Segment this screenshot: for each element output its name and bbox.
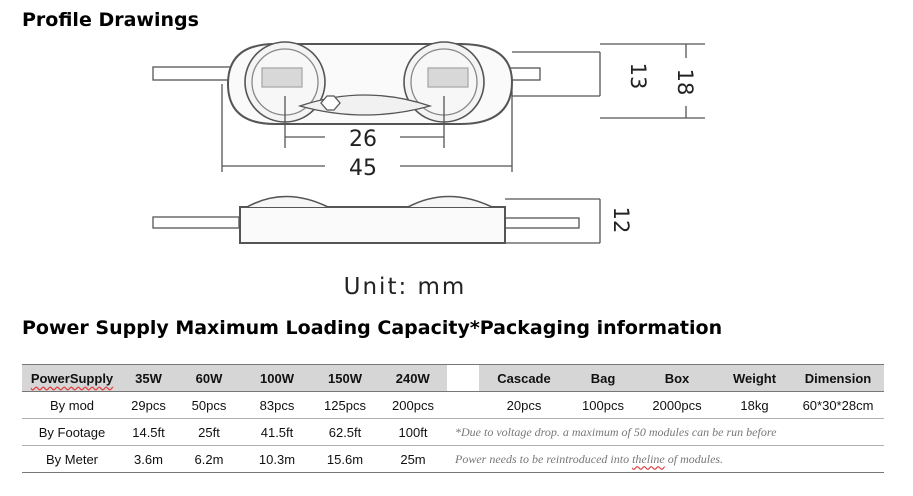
header-gap xyxy=(446,364,479,392)
table-row: By mod 29pcs 50pcs 83pcs 125pcs 200pcs 2… xyxy=(22,391,884,419)
header-35w: 35W xyxy=(122,364,175,392)
right-led-chip xyxy=(427,67,469,88)
table-cell: 18kg xyxy=(717,391,792,419)
left-wire xyxy=(152,66,234,81)
left-led-chip xyxy=(261,67,303,88)
unit-label: Unit: mm xyxy=(344,274,467,300)
table-cell: 200pcs xyxy=(379,391,447,419)
table-header-row: PowerSupply 35W 60W 100W 150W 240W Casca… xyxy=(22,364,884,392)
side-left-wire xyxy=(152,216,240,229)
table-cell: 125pcs xyxy=(311,391,379,419)
header-240w: 240W xyxy=(379,364,447,392)
table-cell: 62.5ft xyxy=(311,418,379,446)
table-cell: 25m xyxy=(379,445,447,473)
table-cell: 6.2m xyxy=(175,445,243,473)
table-row: By Footage 14.5ft 25ft 41.5ft 62.5ft 100… xyxy=(22,418,884,446)
header-100w: 100W xyxy=(243,364,311,392)
row-label: By Meter xyxy=(22,445,122,473)
dimension-13-label: 13 xyxy=(626,63,650,90)
table-cell: 2000pcs xyxy=(637,391,717,419)
spec-table: PowerSupply 35W 60W 100W 150W 240W Casca… xyxy=(22,364,884,473)
dimension-26-label: 26 xyxy=(349,127,377,152)
header-cascade: Cascade xyxy=(479,364,569,392)
table-row: By Meter 3.6m 6.2m 10.3m 15.6m 25m Power… xyxy=(22,445,884,473)
header-box: Box xyxy=(637,364,717,392)
header-powersupply: PowerSupply xyxy=(22,364,122,392)
side-left-dome xyxy=(246,195,329,208)
profile-drawing: 26 45 13 18 12 Unit: mm xyxy=(152,41,705,300)
dimension-45-label: 45 xyxy=(349,156,377,181)
row-label: By Footage xyxy=(22,418,122,446)
table-cell: 83pcs xyxy=(243,391,311,419)
gap-cell xyxy=(447,391,479,419)
dimension-12-label: 12 xyxy=(609,207,633,234)
module-housing-side xyxy=(239,206,506,244)
table-cell: 50pcs xyxy=(175,391,243,419)
table-cell: 60*30*28cm xyxy=(792,391,884,419)
header-150w: 150W xyxy=(311,364,379,392)
right-wire xyxy=(509,67,541,81)
side-right-wire xyxy=(504,217,580,229)
header-dimension: Dimension xyxy=(792,364,884,392)
power-supply-title: Power Supply Maximum Loading Capacity*Pa… xyxy=(22,317,723,339)
dimension-18-label: 18 xyxy=(673,69,697,96)
table-cell: 100pcs xyxy=(569,391,637,419)
mount-hole xyxy=(320,95,341,111)
header-weight: Weight xyxy=(717,364,792,392)
table-cell: 20pcs xyxy=(479,391,569,419)
table-cell: 100ft xyxy=(379,418,447,446)
profile-drawings-title: Profile Drawings xyxy=(22,9,199,31)
table-cell: 41.5ft xyxy=(243,418,311,446)
table-cell: 14.5ft xyxy=(122,418,175,446)
table-cell: 25ft xyxy=(175,418,243,446)
voltage-drop-note: *Due to voltage drop. a maximum of 50 mo… xyxy=(447,418,884,446)
table-cell: 29pcs xyxy=(122,391,175,419)
reintroduce-power-note: Power needs to be reintroduced into thel… xyxy=(447,445,884,473)
row-label: By mod xyxy=(22,391,122,419)
table-cell: 15.6m xyxy=(311,445,379,473)
table-cell: 10.3m xyxy=(243,445,311,473)
header-60w: 60W xyxy=(175,364,243,392)
side-right-dome xyxy=(407,195,493,208)
header-bag: Bag xyxy=(569,364,637,392)
table-cell: 3.6m xyxy=(122,445,175,473)
